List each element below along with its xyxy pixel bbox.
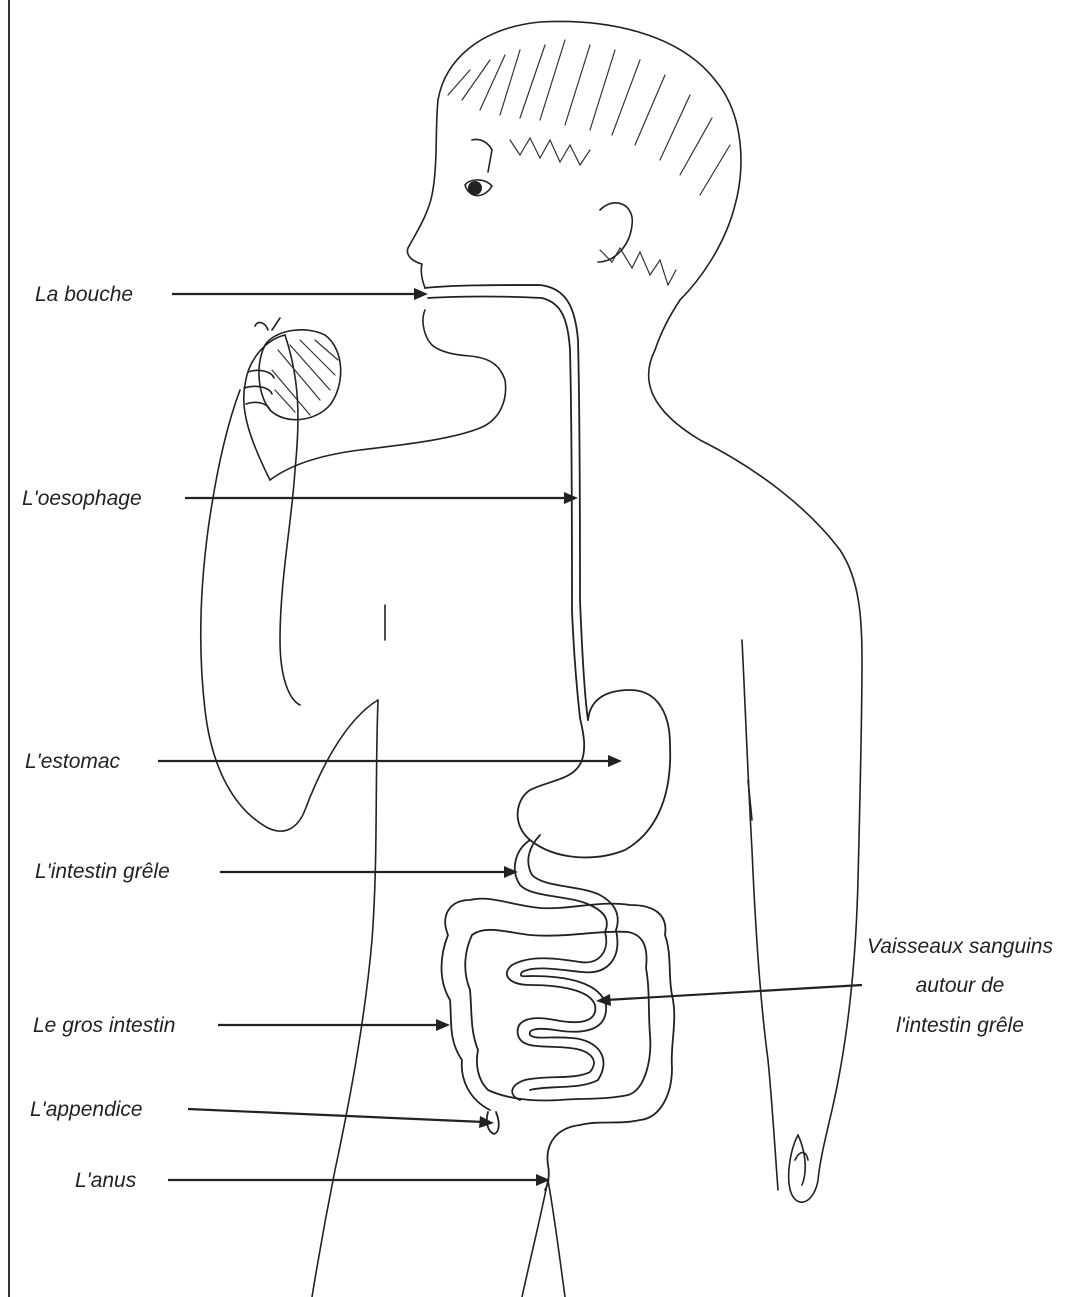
label-large-intestine: Le gros intestin [33, 1014, 175, 1037]
esophagus-organ [425, 285, 588, 720]
duodenum [515, 835, 618, 932]
arrowhead-stomach [608, 755, 622, 767]
labels: La bouche L'oesophage L'estomac L'intest… [22, 283, 1053, 1192]
back-outline [649, 350, 862, 1202]
label-appendix: L'appendice [30, 1098, 143, 1121]
arrow-vessels [606, 985, 862, 1000]
fruit-stem [255, 318, 280, 330]
label-small-intestine: L'intestin grêle [35, 860, 170, 883]
label-vessels-line2: autour de [916, 974, 1005, 997]
arrow-appendix [188, 1109, 484, 1122]
large-intestine-inner [465, 930, 650, 1101]
esophagus-organ-inner [428, 297, 580, 719]
label-vessels-line1: Vaisseaux sanguins [867, 935, 1054, 958]
right-hand [795, 1135, 808, 1185]
right-arm-inner [742, 640, 778, 1190]
fruit-texture [272, 340, 338, 415]
label-stomach: L'estomac [25, 750, 121, 773]
face-profile [407, 100, 438, 288]
leg-line [522, 1180, 565, 1297]
arrowhead-mouth [414, 288, 428, 300]
boy-illustration [201, 21, 862, 1297]
chin [270, 310, 506, 480]
label-mouth: La bouche [35, 283, 133, 306]
front-torso [312, 605, 385, 1297]
eyebrow [472, 139, 492, 172]
small-intestine-coils [507, 932, 606, 1100]
raised-arm [201, 335, 378, 831]
label-vessels-line3: l'intestin grêle [896, 1014, 1024, 1037]
label-esophagus: L'oesophage [22, 487, 142, 510]
arrows [158, 288, 862, 1186]
arrowhead-large-intestine [436, 1019, 450, 1031]
arrowhead-vessels [596, 994, 611, 1006]
label-anus: L'anus [75, 1169, 137, 1192]
stomach-organ [518, 690, 671, 857]
pupil [468, 181, 482, 195]
digestive-tract [425, 285, 674, 1190]
head-outline [438, 21, 741, 350]
